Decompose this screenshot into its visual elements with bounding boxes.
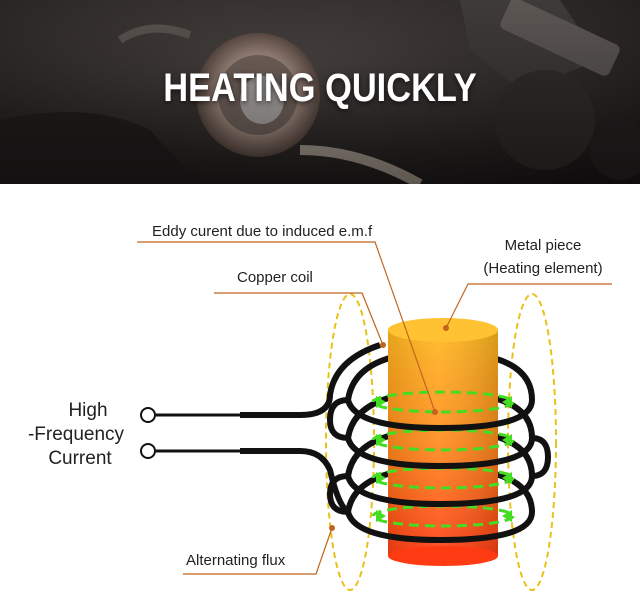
label-heating-element: (Heating element) [483, 260, 602, 277]
label-current: Current [48, 448, 112, 469]
metal-piece-cylinder [388, 318, 498, 566]
eddy-current-arrows [376, 396, 512, 522]
label-copper-coil: Copper coil [237, 269, 313, 286]
leader-lines [137, 241, 612, 575]
page-title: HEATING QUICKLY [163, 66, 477, 110]
lead-wires [156, 342, 381, 515]
label-high: High [68, 400, 107, 421]
label-eddy-current: Eddy curent due to induced e.m.f [152, 223, 373, 240]
label-frequency: -Frequency [28, 424, 125, 445]
terminal-bottom-icon [140, 443, 156, 459]
leader-dots [329, 325, 449, 531]
copper-coil-front [326, 397, 552, 544]
terminal-connectors [140, 407, 156, 459]
header-banner: HEATING QUICKLY [0, 0, 640, 184]
banner-background-photo [0, 0, 640, 184]
terminal-top-icon [140, 407, 156, 423]
label-metal-piece: Metal piece [505, 237, 582, 254]
label-alternating-flux: Alternating flux [186, 552, 286, 569]
